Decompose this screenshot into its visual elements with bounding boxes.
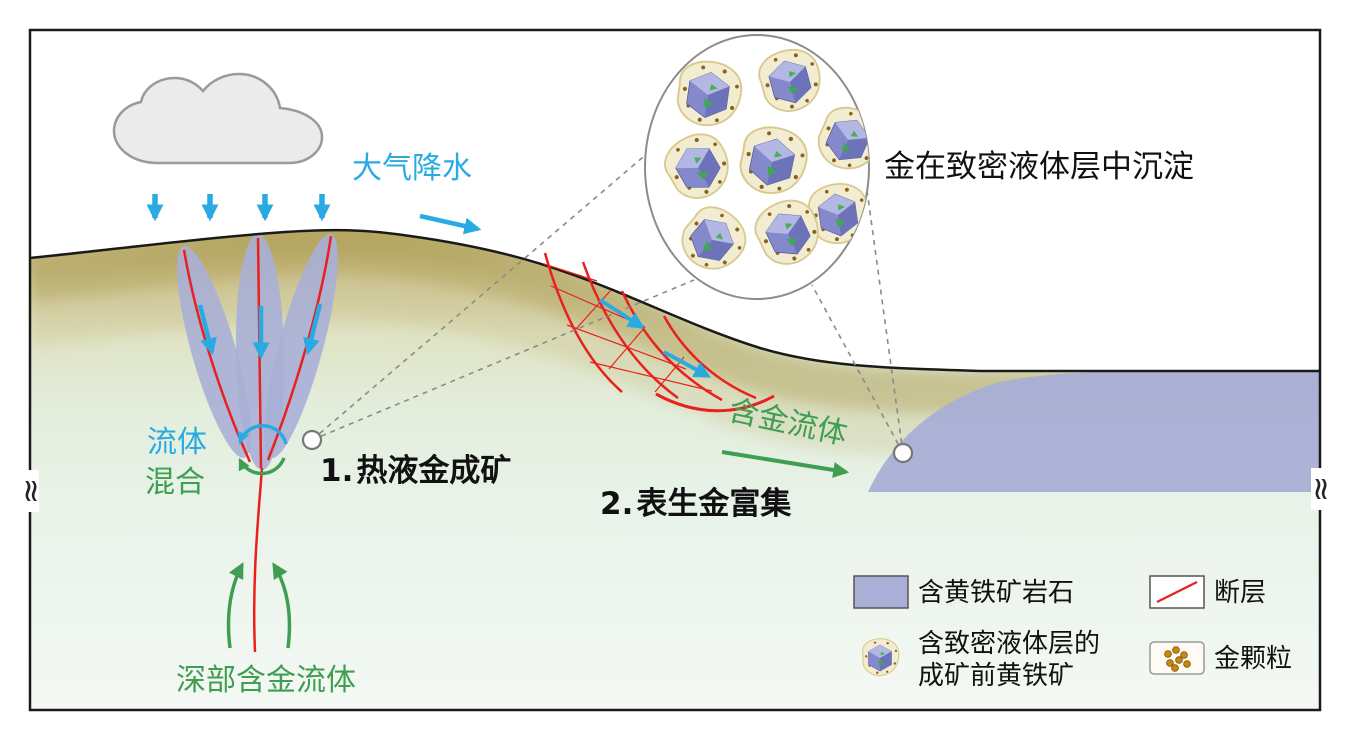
mixing-arrow-blue-icon <box>237 424 288 445</box>
infiltration-arrow-icon <box>419 213 482 235</box>
slope-flow-arrow-icon <box>721 450 850 478</box>
downflow-arrow-icon <box>303 303 323 356</box>
diagram-border <box>28 28 1322 712</box>
fault-flow-arrow-icon <box>598 298 645 329</box>
fault-deep <box>252 467 264 653</box>
legend-pre-ore-pyrite-label-line2: 成矿前黄铁矿 <box>918 661 1074 691</box>
legend-item-pyrite-rock: 含黄铁矿岩石 <box>853 575 1074 609</box>
pre-ore-pyrite-icon <box>862 638 900 677</box>
pyrite-rock-body <box>868 370 1320 492</box>
pyrite-grains <box>655 42 869 283</box>
legend-item-gold-particles: 金颗粒 <box>1149 641 1292 675</box>
legend-item-pre-ore-pyrite: 含致密液体层的 成矿前黄铁矿 <box>862 629 1100 691</box>
fluid-mix-label-line2: 混合 <box>145 465 205 500</box>
fluid-mix-label-line1: 流体 <box>147 425 207 460</box>
sample-point-right <box>892 442 914 464</box>
upflow-arrow-icon <box>272 562 292 649</box>
topsoil-band <box>30 230 1320 459</box>
callout-dashed-lines <box>311 109 904 454</box>
cloud-icon <box>112 72 324 165</box>
subsurface-fill <box>30 230 1320 710</box>
legend-pyrite-rock-label: 含黄铁矿岩石 <box>918 578 1074 608</box>
legend-item-fault: 断层 <box>1149 575 1266 609</box>
ground-surface-line <box>29 228 1320 373</box>
step1-label: 1.热液金成矿 <box>320 453 511 489</box>
legend-pre-ore-pyrite-label-line1: 含致密液体层的 <box>918 629 1100 659</box>
deep-gold-fluid-label: 深部含金流体 <box>176 663 356 698</box>
axis-breaks: ≈ ≈ <box>13 468 1341 512</box>
downflow-arrow-icon <box>197 304 217 356</box>
step2-label: 2.表生金富集 <box>600 486 791 522</box>
upflow-arrow-icon <box>226 562 244 649</box>
legend-fault-label: 断层 <box>1214 578 1266 608</box>
gold-fluid-arrows <box>226 450 850 649</box>
precipitation-label: 大气降水 <box>352 151 472 186</box>
fault-flow-arrow-icon <box>663 350 711 378</box>
magnifier-caption: 金在致密液体层中沉淀 <box>884 149 1194 185</box>
terrain <box>30 230 1320 710</box>
sample-point-left <box>301 429 323 451</box>
meteoric-water-arrows <box>146 194 711 445</box>
legend-gold-particles-label: 金颗粒 <box>1214 644 1292 674</box>
fault-fractures <box>543 263 713 393</box>
axis-break-left-icon: ≈ <box>13 478 51 505</box>
mixing-arrow-green-icon <box>238 457 286 476</box>
legend: 含黄铁矿岩石 断层 含致密液体层的 成矿前黄铁矿 金颗粒 <box>853 575 1292 691</box>
magnifier-callout <box>301 34 914 464</box>
axis-break-right-icon: ≈ <box>1303 476 1341 503</box>
pyrite-rock-swatch-icon <box>853 575 909 609</box>
ore-lens-right <box>264 233 338 459</box>
gold-particles-icon <box>1164 646 1191 672</box>
